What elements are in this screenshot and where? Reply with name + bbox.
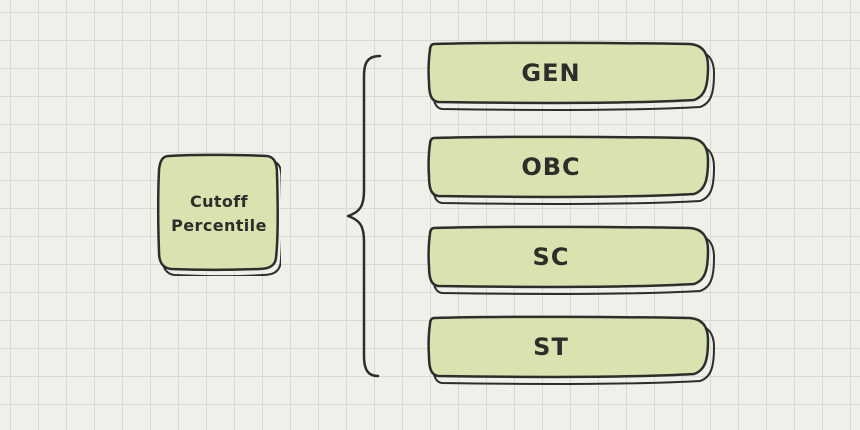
category-label-obc: OBC [521,153,581,181]
category-box-gen: GEN [426,40,718,112]
category-box-st: ST [426,314,718,386]
source-node-line1: Cutoff [189,192,249,211]
category-box-shape [427,135,716,205]
category-label-gen: GEN [521,59,581,87]
category-label-st: ST [533,333,569,361]
category-label-sc: SC [532,243,570,271]
source-node: Cutoff Percentile [157,152,284,278]
source-node-label: Cutoff Percentile [157,152,281,276]
category-box-sc: SC [426,224,718,296]
curly-brace-connector [346,54,382,378]
source-node-shape [157,153,284,278]
category-box-shape [427,41,716,111]
category-box-shape [427,225,716,295]
category-box-shape [427,315,716,385]
source-node-line2: Percentile [171,216,267,235]
category-box-obc: OBC [426,134,718,206]
